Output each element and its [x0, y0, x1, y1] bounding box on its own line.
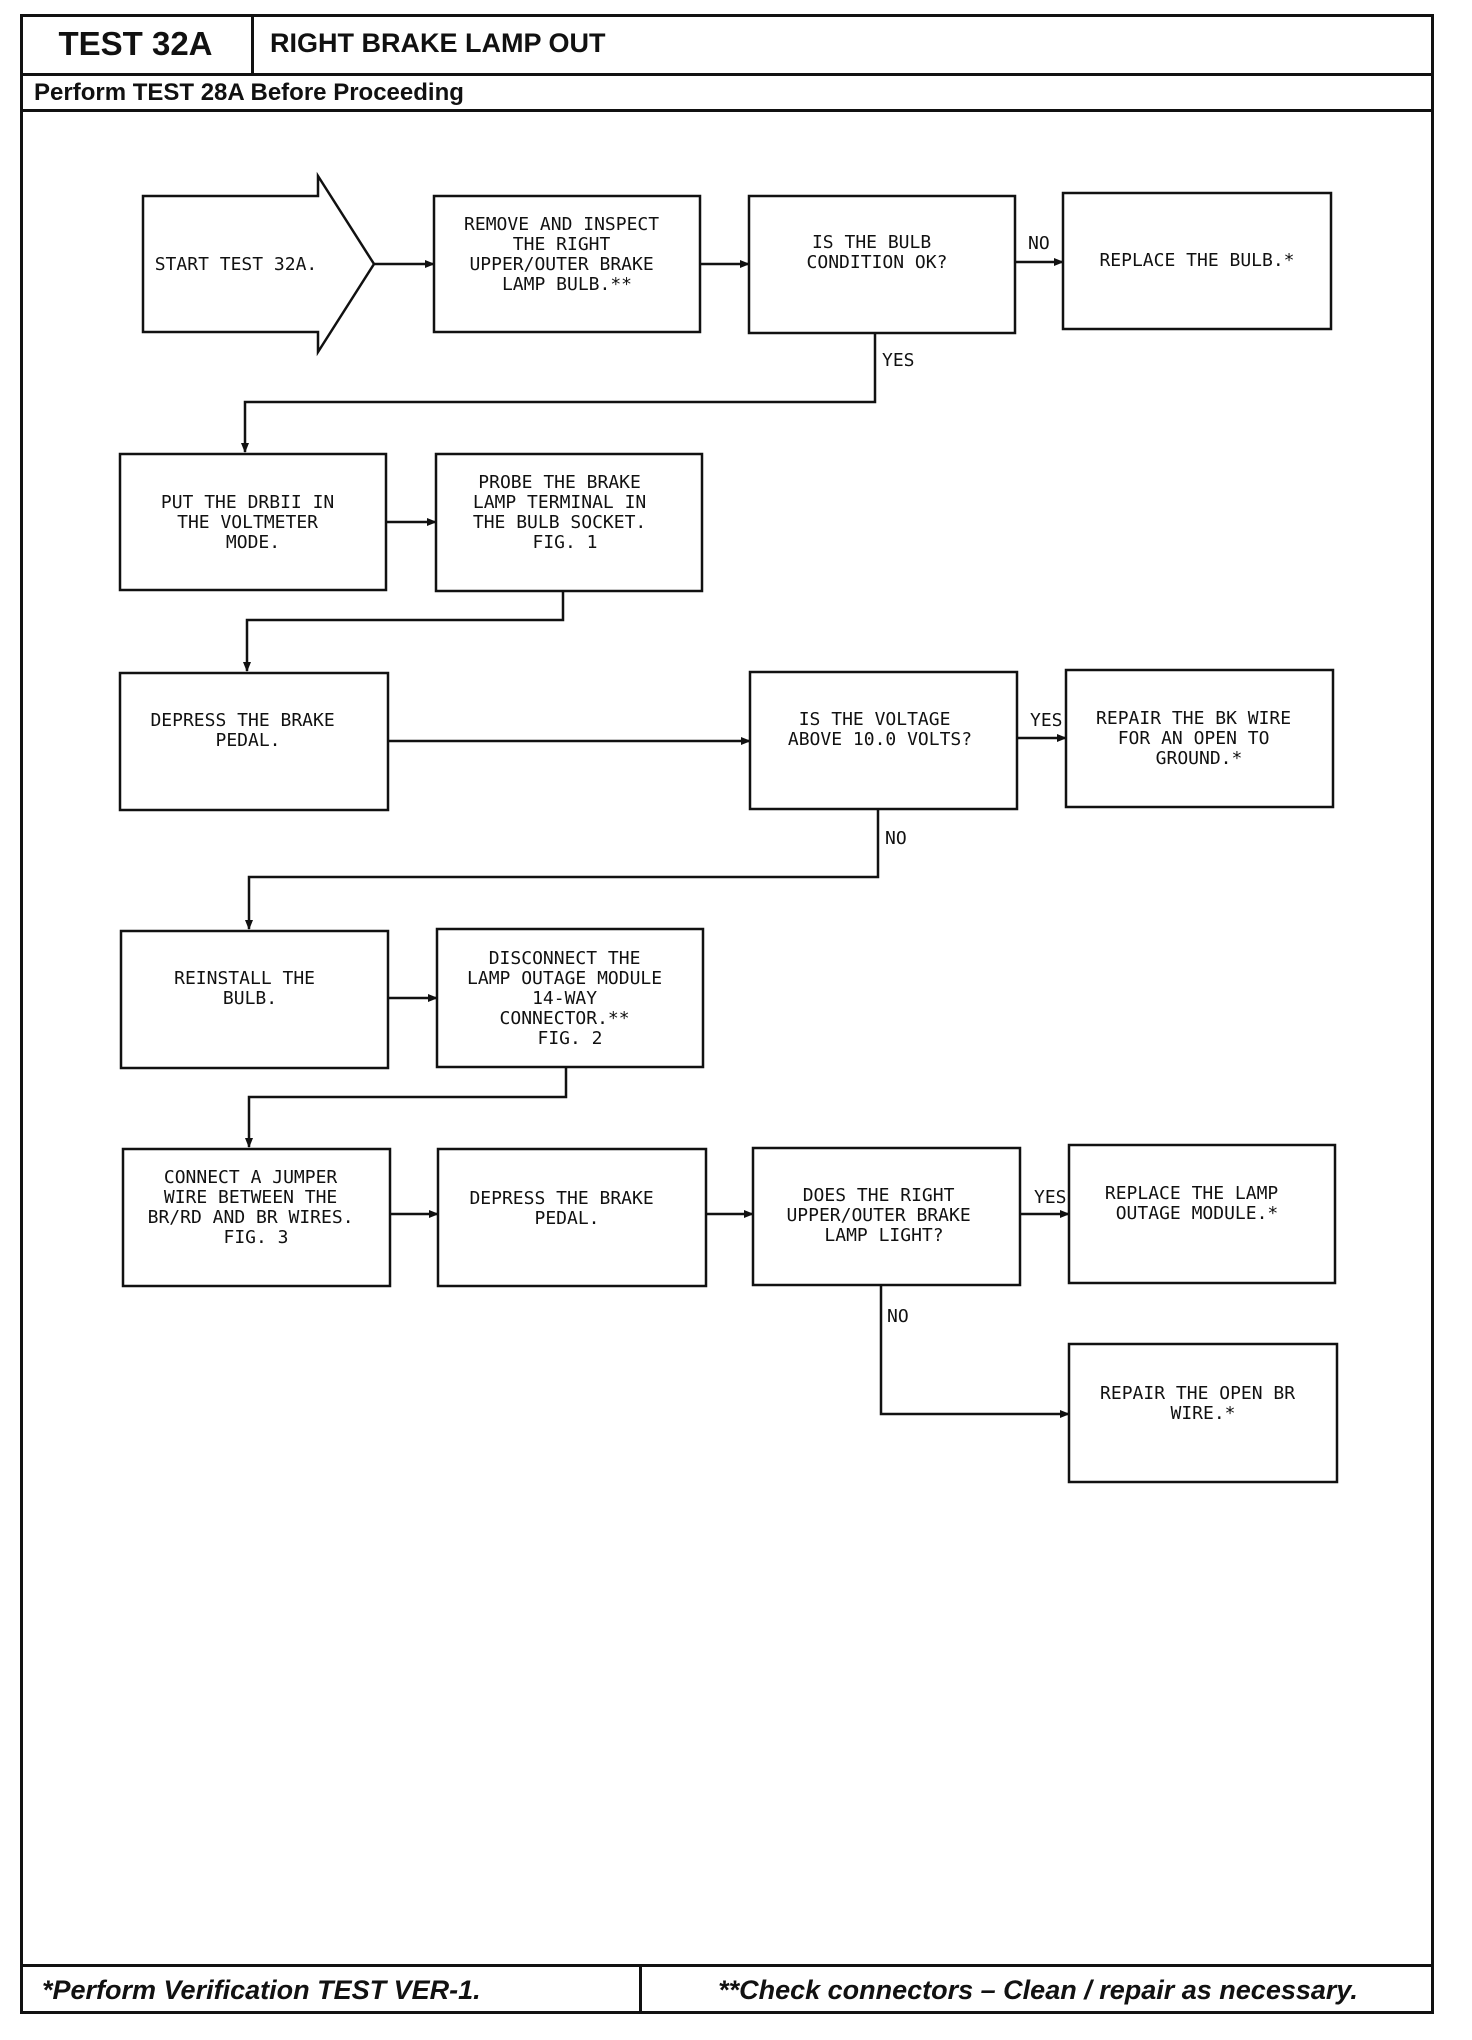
page-frame [20, 14, 1434, 2014]
reinstall-bulb-box [119, 929, 390, 1070]
label-yes: YES [1030, 710, 1063, 731]
footer-connector-note: **Check connectors – Clean / repair as n… [718, 1975, 1358, 2005]
arrow-probe-to-depress [243, 591, 565, 672]
depress-pedal-text: DEPRESS THE BRAKE PEDAL. [150, 710, 345, 751]
put-drb-box [118, 452, 388, 592]
connect-jumper-text: CONNECT A JUMPER WIRE BETWEEN THE BR/RD … [148, 1167, 365, 1248]
question-bulb-ok-box [747, 194, 1017, 335]
footer-row: *Perform Verification TEST VER-1. **Chec… [20, 1964, 1434, 2014]
test-title: RIGHT BRAKE LAMP OUT [270, 28, 606, 58]
reinstall-bulb-text: REINSTALL THE BULB. [174, 968, 326, 1009]
disconnect-module-text: DISCONNECT THE LAMP OUTAGE MODULE 14-WAY… [467, 948, 673, 1049]
depress-pedal-box [118, 671, 390, 812]
repair-br-wire-text: REPAIR THE OPEN BR WIRE.* [1100, 1383, 1306, 1424]
probe-terminal-box [434, 452, 704, 593]
replace-bulb-box [1061, 191, 1333, 331]
arrow-disconnect-to-jumper [245, 1067, 568, 1148]
repair-br-wire-box [1067, 1342, 1339, 1484]
repair-bk-wire-box [1064, 668, 1335, 809]
question-voltage-box [748, 670, 1019, 811]
question-lamp-light-text: DOES THE RIGHT UPPER/OUTER BRAKE LAMP LI… [786, 1185, 981, 1246]
arrow-no-repair-br [879, 1285, 1070, 1418]
question-lamp-light-box [751, 1146, 1022, 1287]
test-id: TEST 32A [20, 14, 254, 73]
arrow-yes-to-drb [241, 333, 877, 453]
start-label: START TEST 32A. [155, 254, 318, 275]
disconnect-module-box [435, 927, 705, 1069]
arrow-no-to-reinstall [245, 809, 880, 930]
label-no: NO [1028, 233, 1050, 254]
question-bulb-ok-text: IS THE BULB CONDITION OK? [807, 232, 948, 273]
depress-pedal-box [436, 1147, 708, 1288]
connectors [241, 258, 1070, 1418]
probe-terminal-text: PROBE THE BRAKE LAMP TERMINAL IN THE BUL… [473, 472, 657, 553]
label-yes: YES [1034, 1187, 1067, 1208]
prerequisite-row: Perform TEST 28A Before Proceeding [20, 76, 1434, 112]
start-arrow-shape [141, 171, 376, 357]
label-no: NO [885, 828, 907, 849]
remove-inspect-box [432, 194, 702, 334]
depress-pedal-text: DEPRESS THE BRAKE PEDAL. [469, 1188, 664, 1229]
prerequisite-note: Perform TEST 28A Before Proceeding [34, 78, 464, 106]
question-voltage-text: IS THE VOLTAGE ABOVE 10.0 VOLTS? [788, 709, 972, 750]
put-drb-text: PUT THE DRBII IN THE VOLTMETER MODE. [161, 492, 345, 553]
replace-module-text: REPLACE THE LAMP OUTAGE MODULE.* [1105, 1183, 1289, 1224]
repair-bk-wire-text: REPAIR THE BK WIRE FOR AN OPEN TO GROUND… [1096, 708, 1302, 769]
remove-inspect-text: REMOVE AND INSPECT THE RIGHT UPPER/OUTER… [464, 214, 670, 295]
label-yes: YES [882, 350, 915, 371]
label-no: NO [887, 1306, 909, 1327]
replace-bulb-text: REPLACE THE BULB.* [1099, 250, 1294, 271]
footer-verification-note: *Perform Verification TEST VER-1. [20, 1967, 642, 2014]
header-row: TEST 32A RIGHT BRAKE LAMP OUT [20, 14, 1434, 76]
replace-module-box [1067, 1143, 1337, 1285]
connect-jumper-box [121, 1147, 392, 1288]
